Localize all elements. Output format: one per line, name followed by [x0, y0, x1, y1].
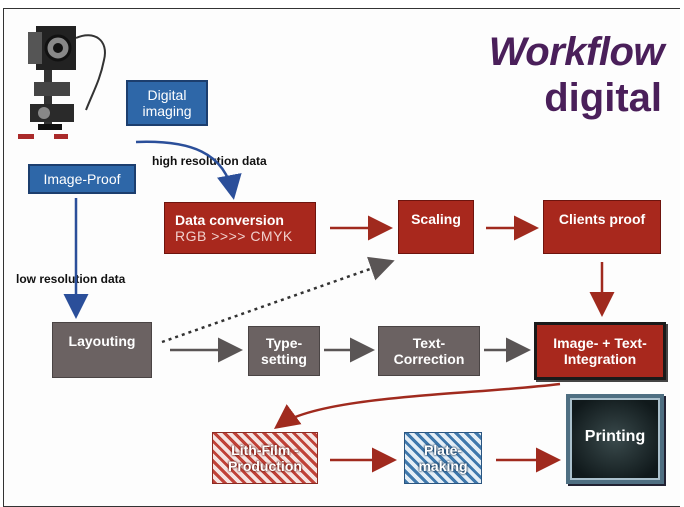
layouting-box: Layouting: [52, 322, 152, 378]
integration-label-line1: Image- + Text-: [553, 334, 647, 351]
text-correction-label-line1: Text-: [412, 334, 446, 351]
data-conversion-label: Data conversion: [175, 211, 284, 228]
image-proof-label: Image-Proof: [43, 170, 121, 187]
typesetting-box: Type- setting: [248, 326, 320, 376]
layouting-to-scaling-dotted-arrow: [161, 256, 395, 344]
platemaking-label-line2: making: [418, 458, 468, 474]
scaling-box: Scaling: [398, 200, 474, 254]
typesetting-label-line1: Type-: [265, 334, 303, 351]
lith-film-label-line2: Production: [228, 458, 302, 474]
integration-label-line2: Integration: [563, 351, 637, 367]
platemaking-label-line1: Plate-: [423, 441, 463, 458]
data-conversion-box: Data conversion RGB >>>> CMYK: [164, 202, 316, 254]
clients-proof-label: Clients proof: [558, 211, 646, 227]
slide-subtitle: digital: [544, 76, 662, 120]
platemaking-box: Plate- making: [404, 432, 482, 484]
high-resolution-label: high resolution data: [152, 154, 267, 168]
high-res-arrow: [135, 140, 242, 200]
digital-imaging-box: Digital imaging: [126, 80, 208, 126]
image-proof-box: Image-Proof: [28, 164, 136, 194]
slide-title: Workflow: [488, 30, 665, 74]
scaling-label: Scaling: [411, 211, 461, 227]
lith-film-box: Lith-Film - Production: [212, 432, 318, 484]
rgb-cmyk-label: RGB >>>> CMYK: [175, 228, 293, 244]
integration-box: Image- + Text- Integration: [534, 322, 666, 380]
integration-to-lith-arrow: [273, 382, 561, 429]
large-format-camera-icon: [18, 26, 106, 139]
printing-box: Printing: [566, 394, 664, 484]
low-resolution-label: low resolution data: [16, 272, 126, 286]
text-correction-label-line2: Correction: [393, 351, 465, 367]
digital-imaging-label: Digital imaging: [142, 86, 192, 119]
lith-film-label-line1: Lith-Film -: [231, 441, 299, 458]
layouting-label: Layouting: [68, 333, 136, 349]
clients-proof-box: Clients proof: [543, 200, 661, 254]
printing-label: Printing: [584, 428, 646, 445]
typesetting-label-line2: setting: [261, 351, 307, 367]
text-correction-box: Text- Correction: [378, 326, 480, 376]
